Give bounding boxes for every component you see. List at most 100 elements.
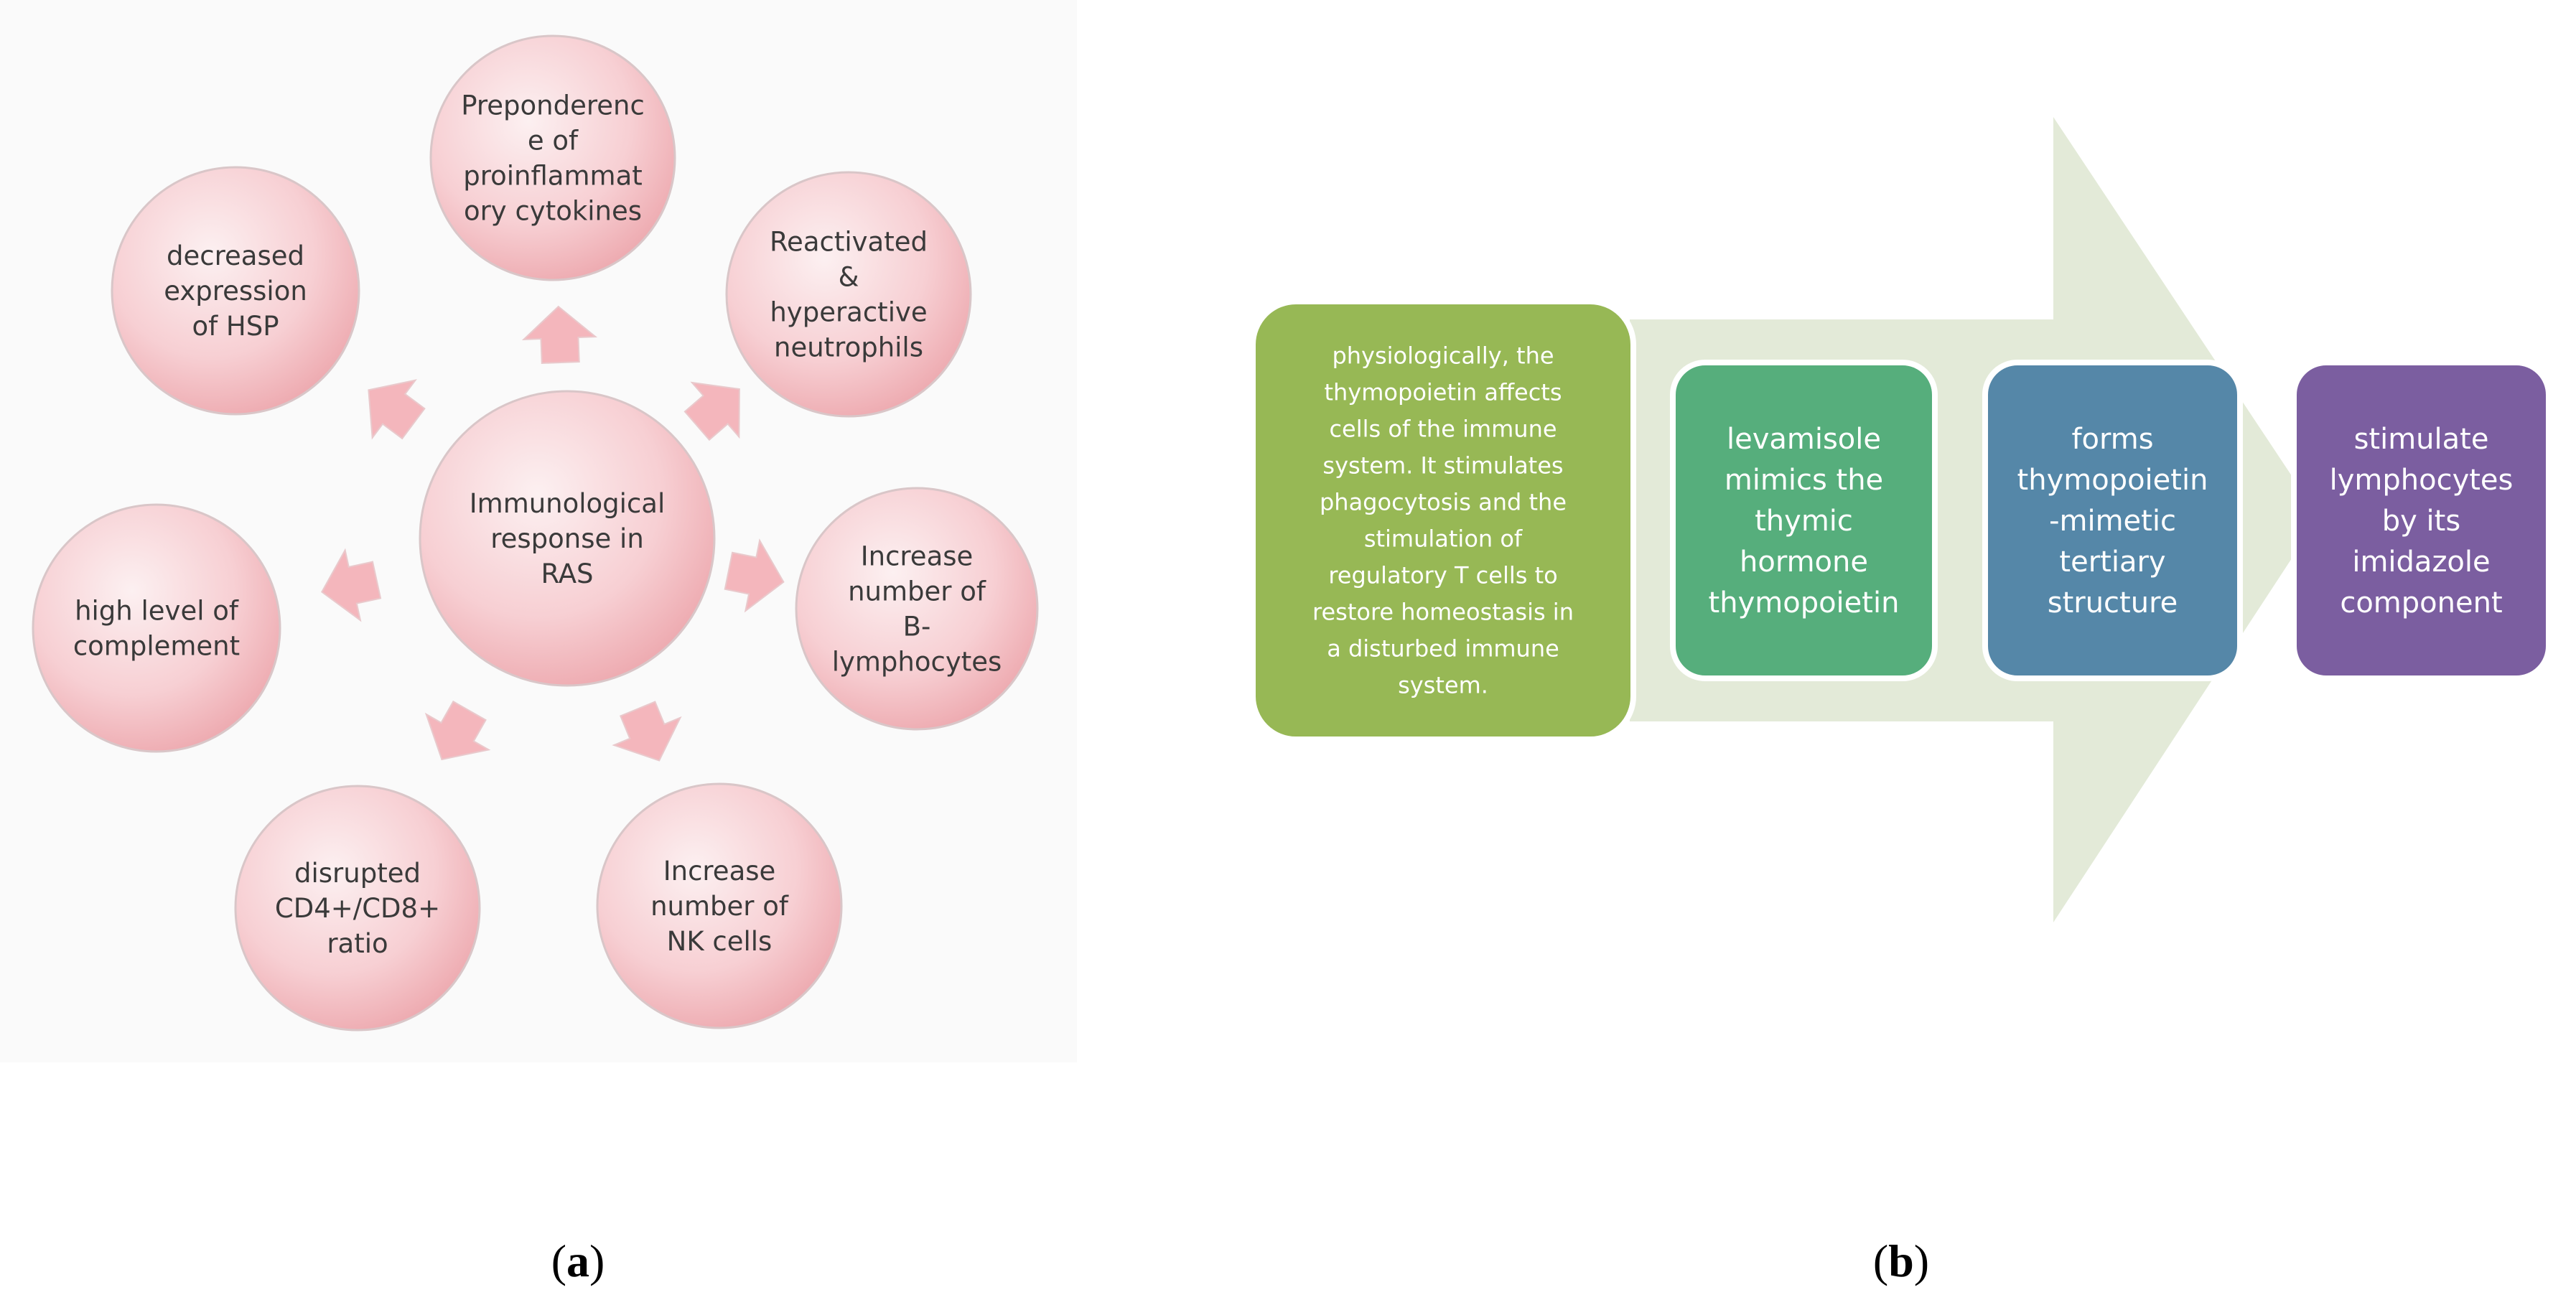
box-label-line: physiologically, the — [1332, 342, 1554, 370]
node-label-line: B- — [903, 611, 931, 642]
node-label-line: ory cytokines — [464, 195, 642, 226]
box-label-line: thymopoietin affects — [1324, 379, 1562, 406]
node-label-line: proinflammat — [463, 160, 643, 191]
box-label-line: stimulate — [2354, 423, 2489, 456]
box-label-line: levamisole — [1727, 423, 1881, 456]
arrow-to-left — [321, 548, 382, 622]
arrow-to-top — [521, 305, 598, 365]
node-circle — [234, 785, 481, 1032]
node-lower-right: Increase number of NK cells — [596, 782, 843, 1029]
node-label-line: lymphocytes — [832, 646, 1002, 677]
center-label-line: RAS — [541, 558, 593, 589]
center-node: Immunological response in RAS — [419, 390, 716, 687]
outer-nodes: Preponderenc e of proinflammat ory cytokine… — [32, 34, 1039, 1032]
box-label-line: -mimetic — [2049, 505, 2176, 538]
node-label-line: complement — [73, 630, 240, 661]
node-label-line: high level of — [75, 595, 239, 626]
node-circle — [725, 171, 972, 418]
box-label-line: by its — [2382, 505, 2460, 538]
node-upper-left: decreased expression of HSP — [111, 166, 360, 416]
panel-a-label: (a) — [551, 1235, 605, 1286]
node-label-line: expression — [164, 276, 307, 307]
node-label: high level of complement — [73, 595, 240, 661]
box-label-line: thymopoietin — [1709, 586, 1900, 619]
node-top: Preponderenc e of proinflammat ory cytokine… — [429, 34, 676, 281]
box-label-line: stimulation of — [1364, 525, 1523, 553]
big-flow-arrow — [1630, 117, 2319, 922]
box-label-line: tertiary — [2059, 546, 2165, 579]
box-label-line: system. — [1398, 672, 1488, 699]
box-physiological: physiologically, the thymopoietin affects… — [1250, 299, 1636, 742]
box-rect — [2291, 360, 2552, 681]
box-label-line: mimics the — [1725, 464, 1883, 497]
node-label: Preponderenc e of proinflammat ory cytokine… — [461, 90, 645, 226]
node-label-line: number of — [848, 576, 986, 607]
box-label-line: a disturbed immune — [1327, 635, 1559, 663]
node-label-line: decreased — [167, 240, 304, 271]
arrow-to-lower-left — [424, 700, 491, 761]
box-rect — [1250, 299, 1636, 742]
box-label: forms thymopoietin -mimetic tertiary structu… — [2017, 423, 2208, 619]
node-label-line: e of — [528, 125, 579, 156]
center-label: Immunological response in RAS — [470, 488, 666, 589]
node-label-line: Increase — [663, 856, 776, 887]
panel-b-diagram: physiologically, the thymopoietin affects… — [1250, 117, 2552, 922]
box-label-line: imidazole — [2352, 546, 2490, 579]
node-label-line: & — [839, 261, 859, 292]
flow-boxes: physiologically, the thymopoietin affects… — [1250, 299, 2552, 742]
node-label: decreased expression of HSP — [164, 240, 307, 342]
panel-a-diagram: Preponderenc e of proinflammat ory cytokine… — [0, 0, 1077, 1062]
box-label-line: forms — [2071, 423, 2153, 456]
node-label-line: neutrophils — [774, 332, 923, 363]
box-stimulate: stimulate lymphocytes by its imidazole compo… — [2291, 360, 2552, 681]
node-label: Increase number of B-lymphocytes — [832, 541, 1002, 677]
node-right: Increase number of B-lymphocytes — [795, 487, 1039, 731]
box-label: stimulate lymphocytes by its imidazole compo… — [2330, 423, 2514, 619]
box-forms: forms thymopoietin -mimetic tertiary structu… — [1982, 360, 2243, 681]
box-label-line: thymic — [1755, 505, 1853, 538]
box-rect — [1670, 360, 1938, 681]
box-label-line: regulatory T cells to — [1328, 562, 1557, 589]
center-circle — [419, 390, 716, 687]
node-circle — [32, 503, 281, 753]
box-label-line: cells of the immune — [1329, 416, 1557, 443]
box-label-line: thymopoietin — [2017, 464, 2208, 497]
box-label-line: component — [2340, 586, 2502, 619]
node-label-line: CD4+/CD8+ — [275, 893, 440, 924]
box-levamisole: levamisole mimics the thymic hormone thymopo… — [1670, 360, 1938, 681]
box-label-line: structure — [2048, 586, 2178, 619]
box-rect — [1982, 360, 2243, 681]
node-label-line: Preponderenc — [461, 90, 645, 121]
center-label-line: response in — [490, 523, 644, 554]
arrow-to-lower-right — [612, 701, 682, 762]
node-label-line: of HSP — [192, 311, 279, 342]
node-label-line: disrupted — [294, 858, 421, 889]
panel-b-label: (b) — [1873, 1235, 1929, 1286]
node-label-line: hyperactive — [770, 296, 927, 327]
box-label-line: lymphocytes — [2330, 464, 2514, 497]
center-label-line: Immunological — [470, 488, 666, 519]
node-circle — [111, 166, 360, 416]
box-label: physiologically, the thymopoietin affects… — [1312, 342, 1574, 699]
box-label-line: restore homeostasis in — [1312, 599, 1574, 626]
node-label: Increase number of NK cells — [650, 856, 789, 957]
box-label-line: phagocytosis and the — [1320, 489, 1567, 516]
node-circle — [795, 487, 1039, 731]
node-label-line: ratio — [327, 928, 388, 959]
arrow-to-right — [724, 538, 785, 613]
node-label-line: Increase — [861, 541, 974, 571]
node-left: high level of complement — [32, 503, 281, 753]
node-circle — [596, 782, 843, 1029]
radial-arrows — [321, 305, 785, 762]
box-label-line: system. It stimulates — [1322, 452, 1563, 480]
node-label-line: number of — [650, 891, 789, 922]
node-circle — [429, 34, 676, 281]
box-label: levamisole mimics the thymic hormone thymopo… — [1709, 423, 1900, 619]
node-label-line: NK cells — [667, 926, 773, 957]
box-label-line: hormone — [1740, 546, 1868, 579]
